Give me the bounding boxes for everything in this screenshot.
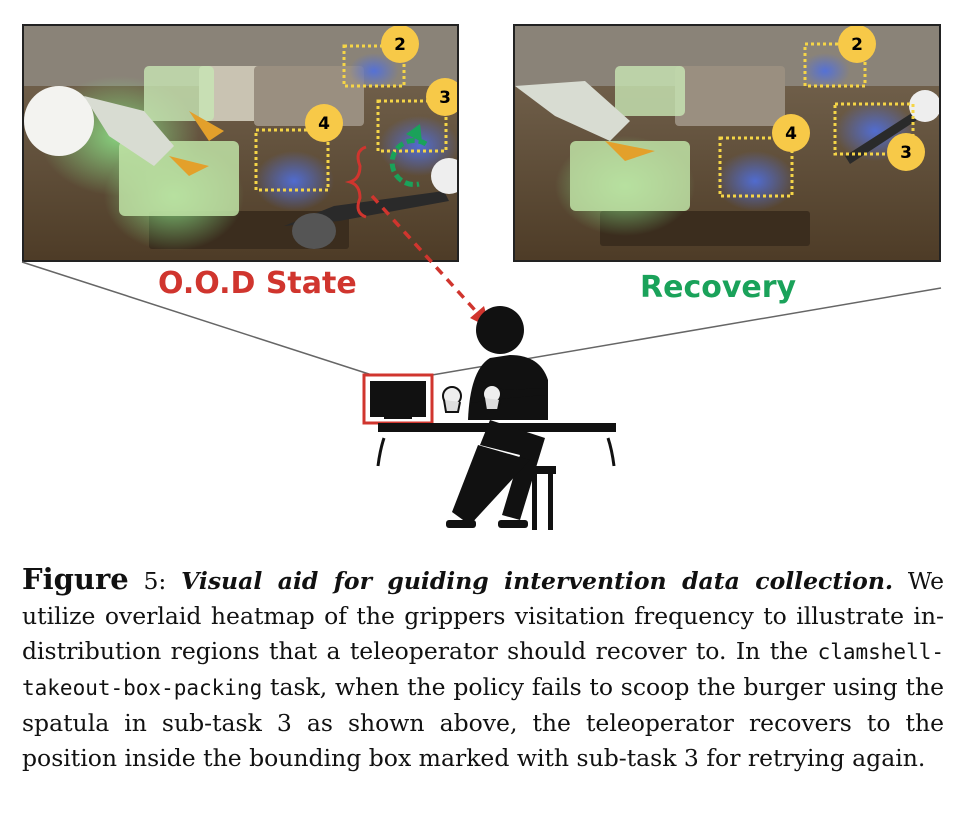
task-name-code: clamshell-takeout-box-packing xyxy=(22,640,944,700)
ood-state-label: O.O.D State xyxy=(158,266,357,301)
ood-badge-4: 4 xyxy=(318,114,330,134)
ood-scene: 2 3 4 xyxy=(24,26,457,260)
ood-badge-2: 2 xyxy=(394,35,406,55)
intervention-arrowhead xyxy=(470,306,490,328)
figure-title: Visual aid for guiding intervention data… xyxy=(181,567,894,595)
recovery-badge-3: 3 xyxy=(900,143,912,163)
desk-icon xyxy=(376,423,616,467)
monitor-icon xyxy=(362,373,434,425)
chair-icon xyxy=(530,466,556,530)
recovery-scene: 2 4 3 xyxy=(515,26,939,260)
figure-caption: Figure 5: Visual aid for guiding interve… xyxy=(22,562,944,776)
ood-photo-panel: 2 3 4 xyxy=(22,24,459,262)
caption-text-1: We utilize overlaid heatmap of the gripp… xyxy=(22,567,944,665)
recovery-badge-4: 4 xyxy=(785,124,797,144)
vr-controller-icon xyxy=(442,384,502,413)
caption-text-2: task, when the policy fails to scoop the… xyxy=(22,673,944,772)
recovery-photo-panel: 2 4 3 xyxy=(513,24,941,262)
teleoperator-icon xyxy=(446,306,548,528)
recovery-label: Recovery xyxy=(640,270,797,305)
figure-label: Figure xyxy=(22,562,129,596)
ood-badge-3: 3 xyxy=(439,88,451,108)
figure-number: 5: xyxy=(143,567,167,595)
recovery-badge-2: 2 xyxy=(851,35,863,55)
